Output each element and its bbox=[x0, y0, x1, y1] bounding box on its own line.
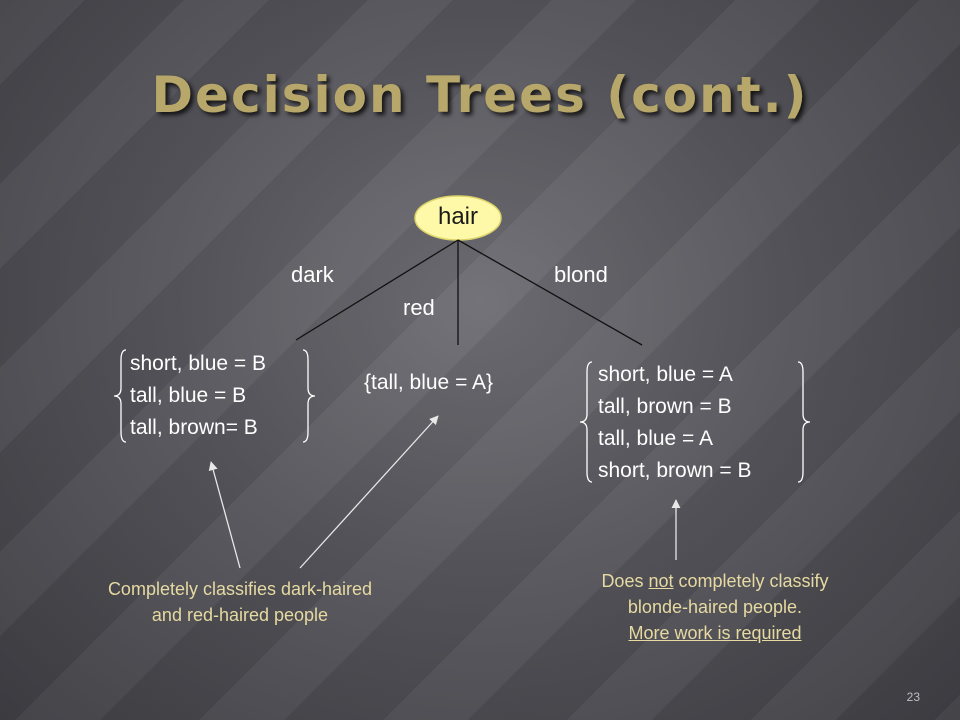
arrow-to-middle-set bbox=[299, 415, 439, 569]
page-number: 23 bbox=[906, 690, 920, 704]
leaf-red-item: {tall, blue = A} bbox=[364, 371, 494, 394]
note-text: completely classify bbox=[673, 571, 829, 591]
note-incomplete-classification: Does not completely classify blonde-hair… bbox=[515, 568, 915, 646]
edge-label-dark: dark bbox=[291, 262, 334, 287]
leaf-blond-item: tall, blue = A bbox=[598, 427, 713, 450]
note-line-underlined: More work is required bbox=[628, 623, 802, 643]
leaf-blond: short, blue = A tall, brown = B tall, bl… bbox=[598, 359, 752, 487]
leaf-blond-item: tall, brown = B bbox=[598, 395, 732, 418]
leaf-dark: short, blue = B tall, blue = B tall, bro… bbox=[130, 348, 266, 444]
note-line: Completely classifies dark-haired bbox=[107, 579, 373, 599]
leaf-dark-item: tall, brown= B bbox=[130, 416, 258, 439]
root-node-label: hair bbox=[437, 203, 479, 230]
note-complete-classification: Completely classifies dark-haired and re… bbox=[40, 576, 440, 628]
leaf-dark-item: short, blue = B bbox=[130, 352, 266, 375]
left-set-open-brace bbox=[113, 349, 127, 443]
leaf-blond-item: short, blue = A bbox=[598, 363, 733, 386]
note-emphasis: not bbox=[648, 571, 674, 591]
note-text: Does bbox=[601, 571, 649, 591]
slide-title: Decision Trees (cont.) bbox=[151, 66, 809, 124]
edge-label-red: red bbox=[403, 295, 435, 320]
note-line: blonde-haired people. bbox=[627, 597, 803, 617]
note-line: and red-haired people bbox=[151, 605, 329, 625]
left-set-close-brace bbox=[302, 349, 316, 443]
leaf-blond-item: short, brown = B bbox=[598, 459, 752, 482]
leaf-dark-item: tall, blue = B bbox=[130, 384, 247, 407]
edge-label-blond: blond bbox=[554, 262, 608, 287]
leaf-red: {tall, blue = A} bbox=[364, 367, 493, 399]
branch-dark bbox=[295, 239, 459, 341]
right-set-close-brace bbox=[797, 361, 811, 483]
arrow-to-left-set bbox=[208, 461, 241, 569]
branch-blond bbox=[457, 239, 643, 346]
right-set-open-brace bbox=[579, 361, 593, 483]
